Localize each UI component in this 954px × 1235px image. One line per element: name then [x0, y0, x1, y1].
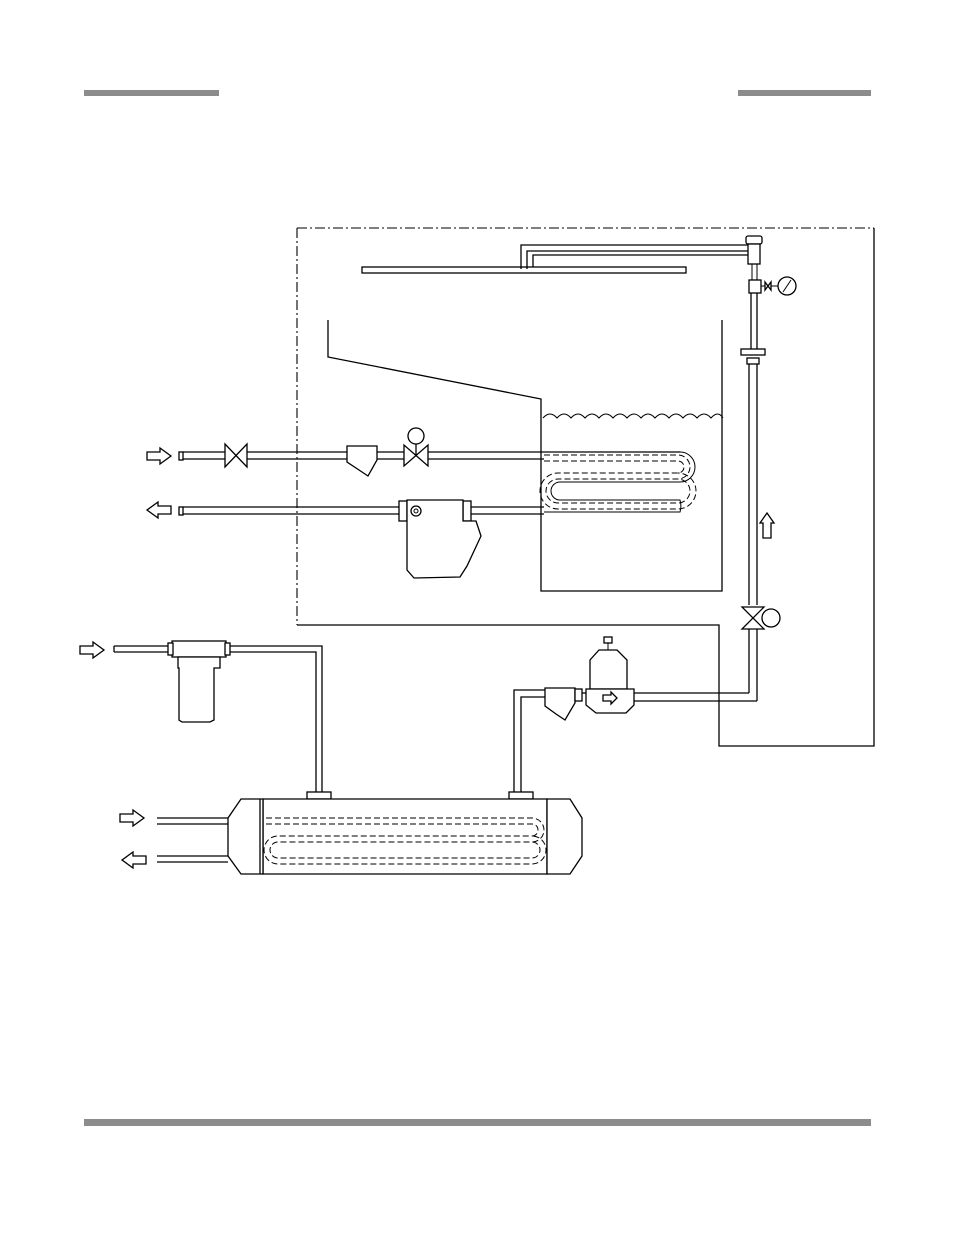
booster-supply-riser	[741, 293, 765, 605]
solenoid-valve	[404, 428, 428, 466]
pressure-gauge	[749, 277, 796, 295]
vacuum-breaker	[746, 236, 762, 280]
spray-header	[362, 245, 748, 273]
cabinet-outline	[297, 228, 874, 746]
footer-rule	[84, 1119, 871, 1126]
water-level	[543, 414, 723, 418]
condensate-return-line	[147, 502, 544, 518]
water-strainer	[514, 688, 582, 792]
steam-trap	[399, 500, 481, 578]
exchanger-outlet-arrow	[122, 852, 228, 868]
check-valve	[742, 607, 780, 701]
heating-coil	[540, 452, 696, 512]
heat-exchanger	[228, 792, 582, 874]
steam-strainer	[347, 446, 377, 476]
riser-flow-arrow	[760, 513, 774, 538]
pressure-reducing-valve	[582, 637, 757, 713]
exchanger-inlet-arrow	[120, 810, 228, 826]
steam-gate-valve	[225, 444, 247, 467]
water-filter	[168, 641, 230, 722]
